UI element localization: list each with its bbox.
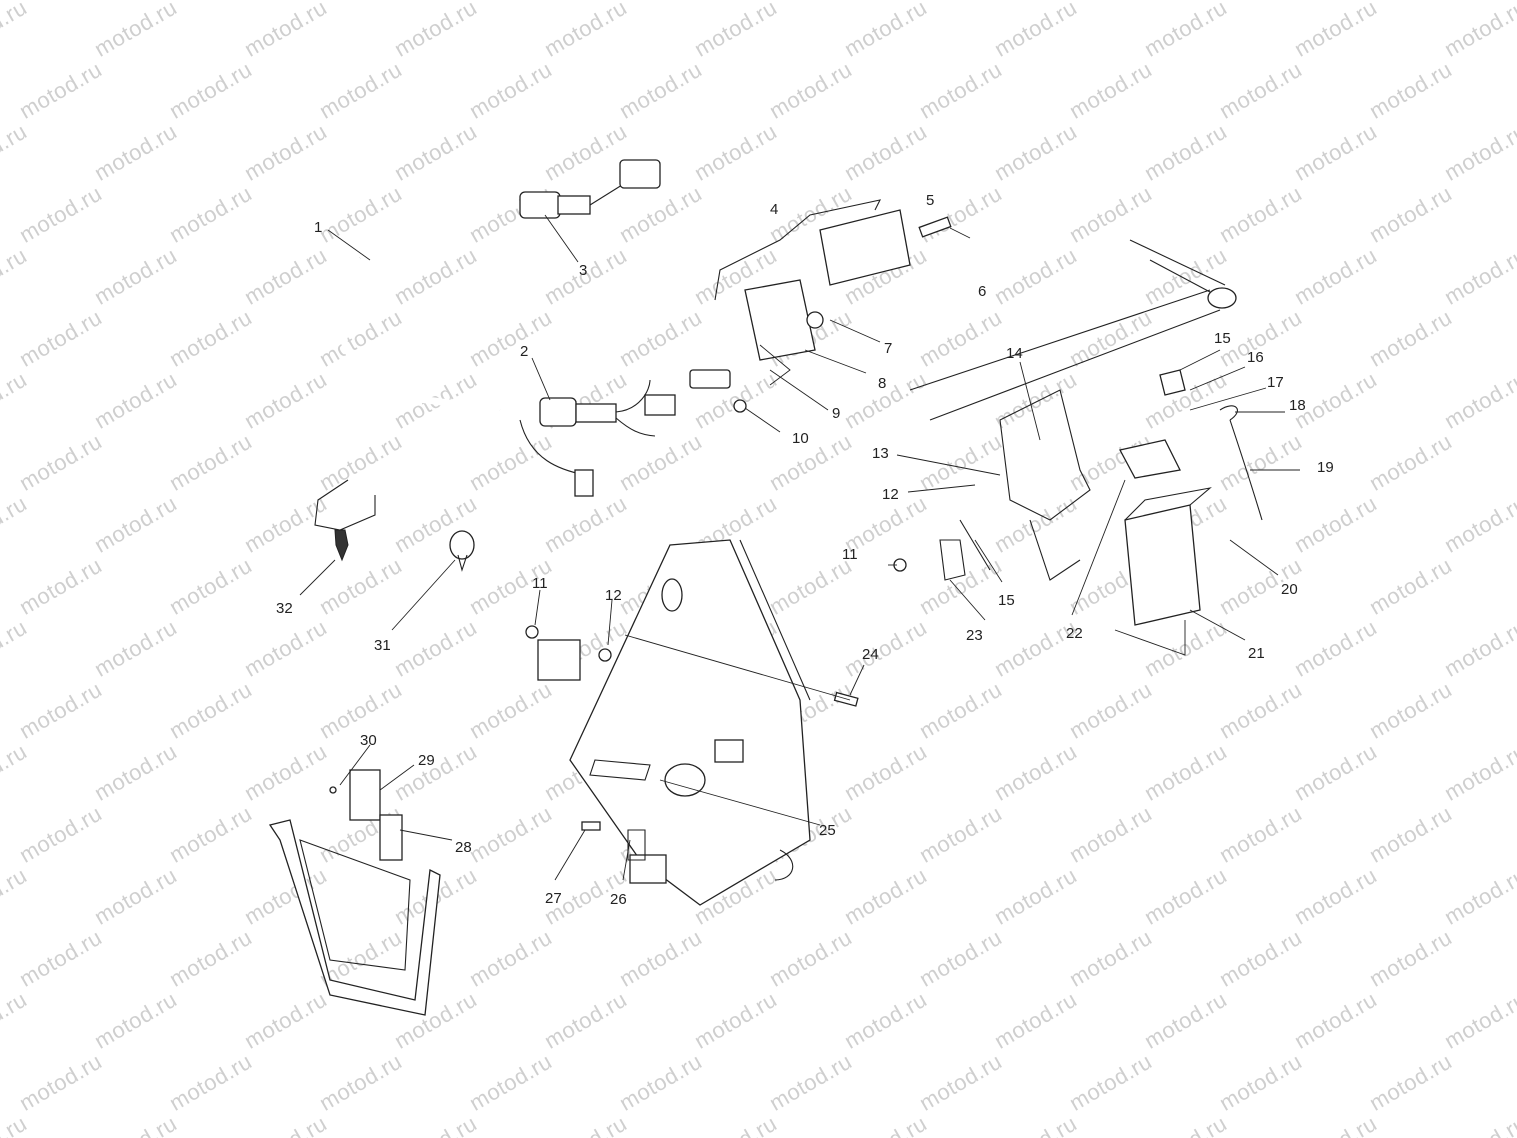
callout-3: 3 [579, 262, 587, 279]
callout-6: 6 [978, 283, 986, 300]
callout-32: 32 [276, 600, 293, 617]
callout-24: 24 [862, 646, 879, 663]
leader-lines [299, 214, 1300, 881]
callout-11a: 11 [532, 575, 548, 592]
callout-14: 14 [1006, 345, 1023, 362]
callout-11b: 11 [842, 546, 858, 563]
callout-1: 1 [314, 219, 322, 236]
wiring-harness [336, 159, 676, 497]
callout-19: 19 [1317, 459, 1334, 476]
center-plate [525, 539, 859, 906]
callout-13: 13 [872, 445, 889, 462]
frame-battery-area [893, 239, 1263, 626]
callout-23: 23 [966, 627, 983, 644]
callout-9: 9 [832, 405, 840, 422]
callout-2: 2 [520, 343, 528, 360]
callout-31: 31 [374, 637, 391, 654]
rear-flap [268, 769, 441, 1016]
callout-21: 21 [1248, 645, 1265, 662]
callout-7: 7 [884, 340, 892, 357]
callout-22: 22 [1066, 625, 1083, 642]
callout-30: 30 [360, 732, 377, 749]
callout-4: 4 [770, 201, 778, 218]
callout-12b: 12 [882, 486, 899, 503]
callout-10: 10 [792, 430, 809, 447]
tail-light-assembly [689, 199, 952, 413]
callout-labels: 1 2 3 4 5 6 7 8 9 10 11 11 12 12 13 14 1… [276, 192, 1334, 908]
callout-15b: 15 [998, 592, 1015, 609]
callout-20: 20 [1281, 581, 1298, 598]
callout-29: 29 [418, 752, 435, 769]
callout-16: 16 [1247, 349, 1264, 366]
callout-17: 17 [1267, 374, 1284, 391]
callout-25: 25 [819, 822, 836, 839]
callout-15a: 15 [1214, 330, 1231, 347]
callout-27: 27 [545, 890, 562, 907]
callout-8: 8 [878, 375, 886, 392]
callout-18: 18 [1289, 397, 1306, 414]
callout-28: 28 [455, 839, 472, 856]
callout-5: 5 [926, 192, 934, 209]
callout-26: 26 [610, 891, 627, 908]
callout-12a: 12 [605, 587, 622, 604]
fasteners [314, 479, 475, 572]
